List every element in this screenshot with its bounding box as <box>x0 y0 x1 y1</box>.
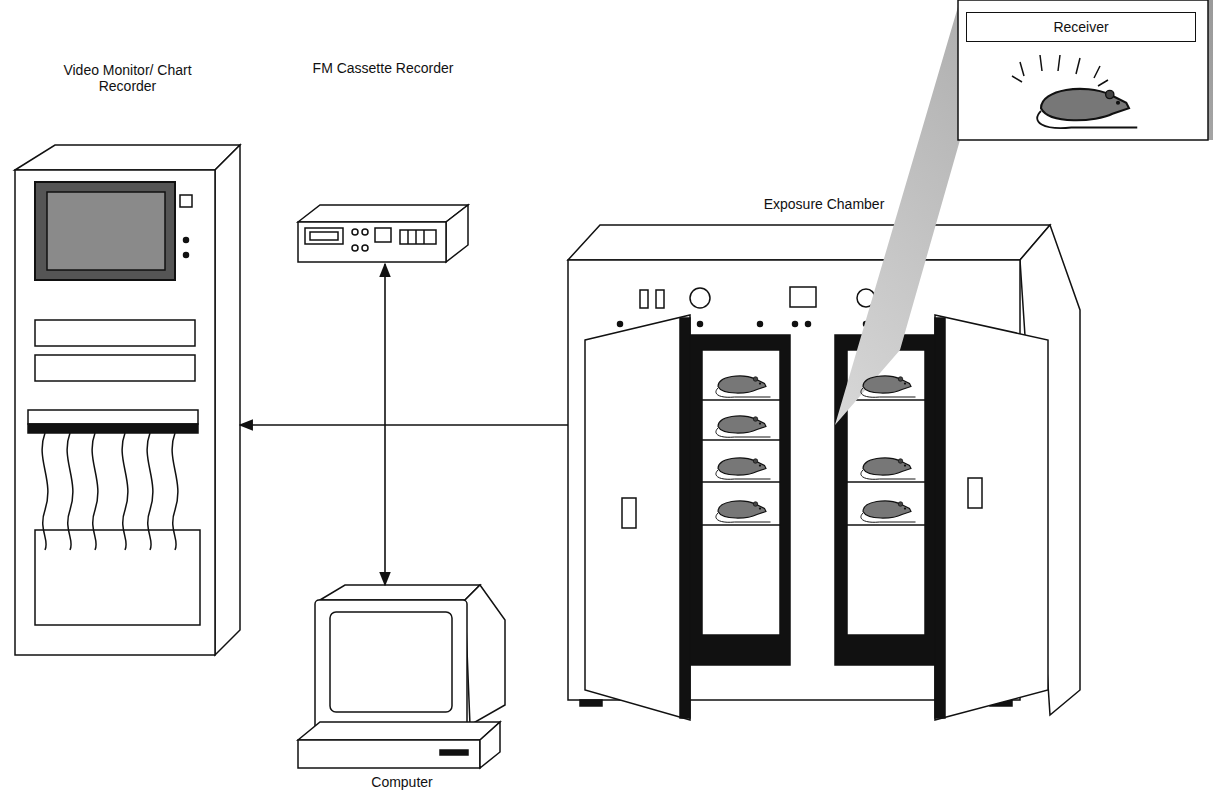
signal-connector <box>384 264 386 585</box>
node-label: Computer <box>368 774 435 790</box>
node-label: FM Cassette Recorder <box>310 60 457 76</box>
computer: Computer <box>296 585 508 790</box>
node-label: Video Monitor/ Chart Recorder <box>55 62 201 94</box>
exposure-chamber: Exposure Chamber <box>568 196 1080 716</box>
node-label: Receiver <box>1050 19 1111 35</box>
monitor-rack: Video Monitor/ Chart Recorder <box>15 62 240 655</box>
cassette-recorder: FM Cassette Recorder <box>296 60 470 264</box>
node-label: Exposure Chamber <box>761 196 888 212</box>
signal-connector <box>240 424 568 426</box>
receiver-box: Receiver <box>966 12 1196 42</box>
